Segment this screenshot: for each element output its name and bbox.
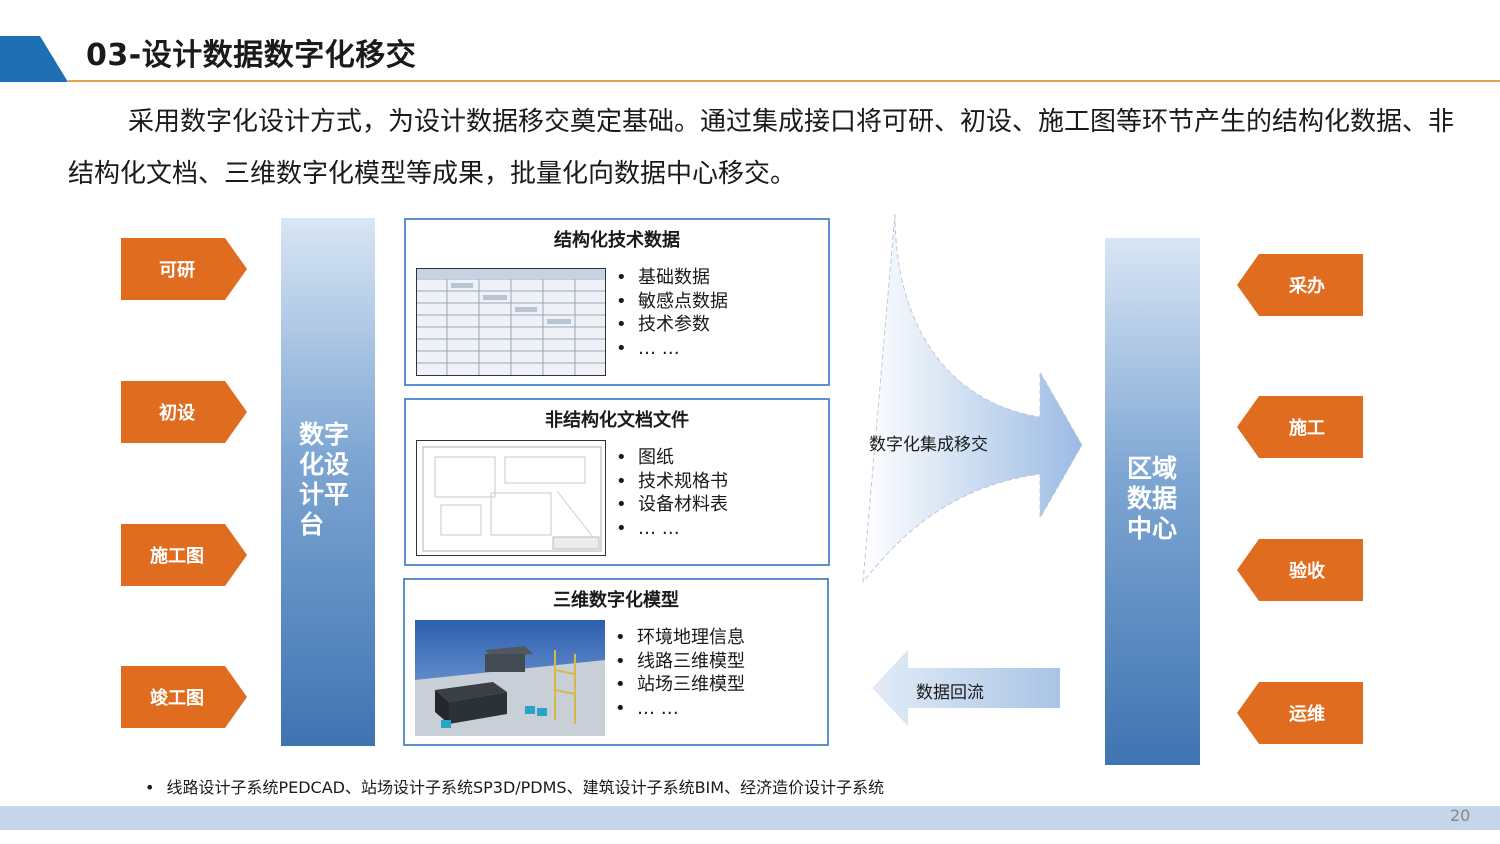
- backflow-label: 数据回流: [916, 683, 984, 703]
- bullet-list: 基础数据 敏感点数据 技术参数 … …: [616, 266, 728, 360]
- data-backflow-arrow: [872, 650, 1060, 726]
- title-rule: [68, 80, 1500, 82]
- title-corner-decoration: [0, 36, 68, 82]
- phase-arrow-operation: 运维: [1237, 682, 1363, 744]
- box-title: 非结构化文档文件: [545, 410, 689, 431]
- unstructured-docs-box: 非结构化文档文件 图纸 技术规格书 设备材料表 … …: [404, 398, 830, 566]
- bullet-item: 技术规格书: [616, 470, 728, 494]
- bullet-item: … …: [616, 337, 728, 361]
- phase-label: 采办: [1289, 276, 1325, 297]
- bullet-item: 技术参数: [616, 313, 728, 337]
- bottom-bar: [0, 806, 1500, 830]
- bullet-item: 图纸: [616, 446, 728, 470]
- spreadsheet-thumbnail-image: [416, 268, 606, 376]
- phase-arrow-feasibility: 可研: [121, 238, 247, 300]
- data-center-label: 区域数据中心: [1127, 454, 1178, 543]
- digital-design-platform: 数字化设计平台: [281, 218, 375, 746]
- phase-arrow-construction: 施工: [1237, 396, 1363, 458]
- bullet-list: 图纸 技术规格书 设备材料表 … …: [616, 446, 728, 540]
- phase-label: 竣工图: [150, 688, 204, 709]
- phase-arrow-as-built: 竣工图: [121, 666, 247, 728]
- structured-data-box: 结构化技术数据 基础数据 敏感点数据 技术参数 … …: [404, 218, 830, 386]
- phase-arrow-procurement: 采办: [1237, 254, 1363, 316]
- phase-label: 验收: [1289, 561, 1325, 582]
- 3d-model-thumbnail-image: [415, 620, 605, 736]
- phase-label: 施工图: [150, 546, 204, 567]
- phase-label: 施工: [1289, 418, 1325, 439]
- regional-data-center: 区域数据中心: [1105, 238, 1200, 765]
- bullet-item: 设备材料表: [616, 493, 728, 517]
- bullet-item: 站场三维模型: [615, 673, 745, 697]
- page-number: 20: [1450, 806, 1471, 825]
- box-title: 结构化技术数据: [554, 230, 680, 251]
- phase-label: 初设: [159, 403, 195, 424]
- footnote: 线路设计子系统PEDCAD、站场设计子系统SP3D/PDMS、建筑设计子系统BI…: [145, 774, 884, 798]
- transfer-funnel-arrow: [862, 213, 1083, 584]
- intro-paragraph: 采用数字化设计方式，为设计数据移交奠定基础。通过集成接口将可研、初设、施工图等环…: [68, 107, 1455, 189]
- 3d-model-box: 三维数字化模型 环境地理信息 线路三维模型 站场三维模型 … …: [403, 578, 829, 746]
- bullet-item: 基础数据: [616, 266, 728, 290]
- phase-arrow-preliminary: 初设: [121, 381, 247, 443]
- bullet-item: … …: [616, 517, 728, 541]
- platform-label: 数字化设计平台: [299, 420, 350, 539]
- bullet-item: 环境地理信息: [615, 626, 745, 650]
- phase-label: 运维: [1289, 704, 1325, 725]
- bullet-item: 线路三维模型: [615, 650, 745, 674]
- phase-arrow-acceptance: 验收: [1237, 539, 1363, 601]
- phase-arrow-construction-drawing: 施工图: [121, 524, 247, 586]
- bullet-item: … …: [615, 697, 745, 721]
- box-title: 三维数字化模型: [553, 590, 679, 611]
- drawing-thumbnail-image: [416, 440, 606, 556]
- phase-label: 可研: [159, 260, 195, 281]
- slide-title: 03-设计数据数字化移交: [86, 38, 417, 73]
- bullet-item: 敏感点数据: [616, 290, 728, 314]
- transfer-label: 数字化集成移交: [869, 435, 988, 455]
- bullet-list: 环境地理信息 线路三维模型 站场三维模型 … …: [615, 626, 745, 720]
